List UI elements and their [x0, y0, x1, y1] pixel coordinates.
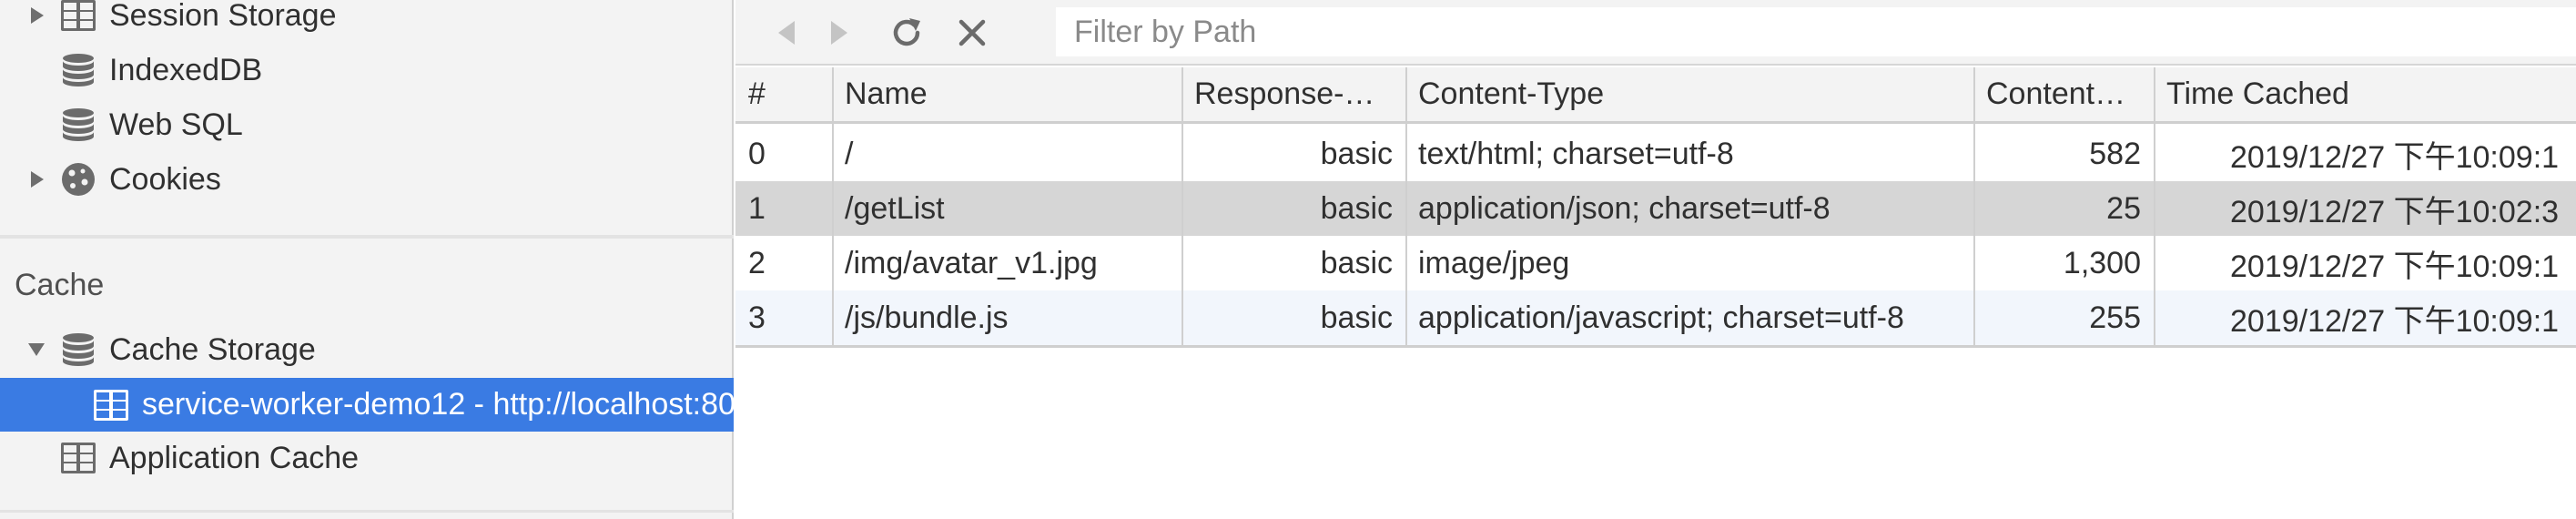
table-row[interactable]: 3 /js/bundle.js basic application/javasc…	[735, 290, 2576, 345]
sidebar-item-cookies[interactable]: Cookies	[0, 153, 734, 206]
cell-index: 2	[748, 245, 766, 280]
sidebar: Session Storage IndexedDB Web SQL	[0, 0, 734, 519]
cell-response-type: basic	[1320, 245, 1393, 280]
table-header: # Name Response-… Content-Type Content… …	[735, 67, 2576, 124]
column-header-time-cached[interactable]: Time Cached	[2166, 76, 2349, 111]
column-divider[interactable]	[1973, 67, 1975, 345]
cell-content-length: 25	[2106, 190, 2141, 226]
toolbar	[735, 0, 2576, 66]
back-button[interactable]	[765, 11, 808, 55]
cell-response-type: basic	[1320, 136, 1393, 171]
cell-response-type: basic	[1320, 300, 1393, 335]
sidebar-item-indexeddb[interactable]: IndexedDB	[0, 44, 734, 97]
section-title-cache: Cache	[15, 268, 105, 302]
collapse-arrow-icon[interactable]	[28, 343, 45, 356]
table-row[interactable]: 2 /img/avatar_v1.jpg basic image/jpeg 1,…	[735, 236, 2576, 290]
cell-content-length: 255	[2089, 300, 2141, 335]
clear-icon	[958, 19, 986, 46]
column-divider[interactable]	[832, 67, 834, 345]
table-bottom-border	[735, 345, 2576, 348]
cell-content-length: 582	[2089, 136, 2141, 171]
sidebar-item-label: Cache Storage	[109, 331, 316, 367]
cell-time-cached: 2019/12/27 下午10:09:1	[2230, 303, 2560, 339]
cell-index: 1	[748, 190, 766, 226]
cell-name: /	[845, 136, 854, 171]
filter-input[interactable]	[1056, 7, 2576, 56]
table-row[interactable]: 1 /getList basic application/json; chars…	[735, 181, 2576, 236]
sidebar-item-application-cache[interactable]: Application Cache	[0, 432, 734, 484]
section-divider	[0, 235, 734, 239]
column-header-index[interactable]: #	[748, 76, 766, 111]
sidebar-item-label: Application Cache	[109, 440, 360, 475]
expand-arrow-icon[interactable]	[31, 7, 44, 24]
cell-content-length: 1,300	[2063, 245, 2141, 280]
sidebar-item-label: Cookies	[109, 161, 221, 197]
cell-time-cached: 2019/12/27 下午10:09:1	[2230, 139, 2560, 175]
refresh-icon	[893, 18, 920, 46]
section-divider	[0, 510, 734, 513]
sidebar-item-label: Session Storage	[109, 0, 337, 33]
sidebar-item-session-storage[interactable]: Session Storage	[0, 0, 734, 42]
cell-content-type: application/json; charset=utf-8	[1418, 190, 1831, 226]
forward-arrow-icon	[831, 21, 847, 45]
cell-content-type: text/html; charset=utf-8	[1418, 136, 1734, 171]
sidebar-item-web-sql[interactable]: Web SQL	[0, 98, 734, 151]
expand-arrow-icon[interactable]	[31, 171, 44, 188]
column-header-content-length[interactable]: Content…	[1986, 76, 2126, 111]
database-icon	[63, 108, 94, 141]
cell-name: /img/avatar_v1.jpg	[845, 245, 1098, 280]
cell-name: /js/bundle.js	[845, 300, 1009, 335]
column-header-name[interactable]: Name	[845, 76, 928, 111]
column-divider[interactable]	[2154, 67, 2155, 345]
cookie-icon	[62, 163, 95, 196]
refresh-button[interactable]	[885, 11, 928, 55]
cell-content-type: application/javascript; charset=utf-8	[1418, 300, 1904, 335]
column-divider[interactable]	[1405, 67, 1407, 345]
column-header-content-type[interactable]: Content-Type	[1418, 76, 1605, 111]
column-header-response-type[interactable]: Response-…	[1194, 76, 1375, 111]
sidebar-item-label: IndexedDB	[109, 52, 263, 87]
column-divider[interactable]	[1182, 67, 1183, 345]
database-icon	[63, 54, 94, 86]
table-row[interactable]: 0 / basic text/html; charset=utf-8 582 2…	[735, 127, 2576, 181]
cell-response-type: basic	[1320, 190, 1393, 226]
cache-storage-view: # Name Response-… Content-Type Content… …	[735, 0, 2576, 519]
database-icon	[63, 333, 94, 366]
sidebar-item-label: service-worker-demo12 - http://localhost…	[142, 387, 734, 422]
sidebar-item-label: Web SQL	[109, 107, 243, 142]
clear-button[interactable]	[950, 11, 994, 55]
back-arrow-icon	[778, 21, 795, 45]
cell-name: /getList	[845, 190, 945, 226]
sidebar-item-cache-entry[interactable]: service-worker-demo12 - http://localhost…	[0, 378, 734, 432]
table-grid-icon	[61, 0, 96, 31]
table-grid-icon	[94, 389, 128, 421]
table-grid-icon	[61, 443, 96, 473]
cell-content-type: image/jpeg	[1418, 245, 1570, 280]
sidebar-item-cache-storage[interactable]: Cache Storage	[0, 323, 734, 376]
forward-button[interactable]	[817, 11, 861, 55]
cell-index: 3	[748, 300, 766, 335]
cell-time-cached: 2019/12/27 下午10:02:3	[2230, 194, 2560, 229]
cell-time-cached: 2019/12/27 下午10:09:1	[2230, 249, 2560, 284]
cell-index: 0	[748, 136, 766, 171]
